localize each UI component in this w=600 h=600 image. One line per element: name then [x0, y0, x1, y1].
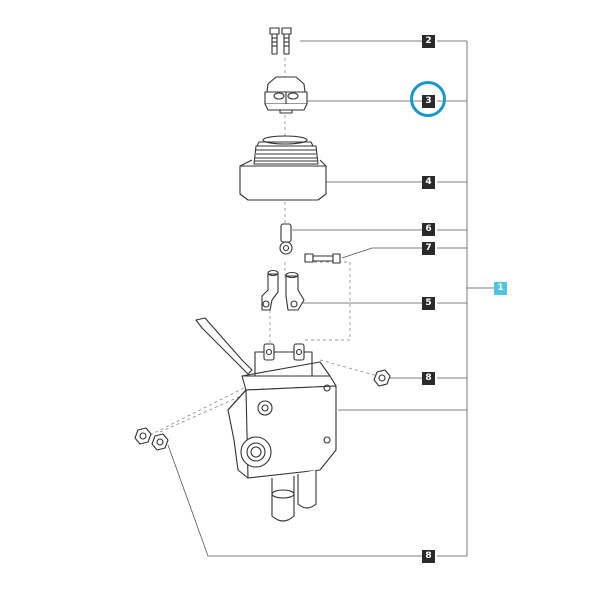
- callout-2[interactable]: 2: [422, 35, 435, 48]
- valve-body: [227, 343, 337, 522]
- callout-6[interactable]: 6: [422, 223, 435, 236]
- part-3-cap: [264, 76, 308, 114]
- callout-5[interactable]: 5: [422, 297, 435, 310]
- callout-8-bottom[interactable]: 8: [422, 550, 435, 563]
- part-8-nuts-left: [134, 427, 169, 451]
- part-4-collar: [239, 135, 327, 201]
- callout-8-right[interactable]: 8: [422, 372, 435, 385]
- assembly-axis-lines: [149, 58, 379, 436]
- part-6-ball-joint: [279, 223, 293, 255]
- part-2-screws: [269, 27, 292, 55]
- callout-3[interactable]: 3: [422, 95, 435, 108]
- lever-rod: [195, 317, 253, 375]
- callout-7[interactable]: 7: [422, 242, 435, 255]
- part-8-nut-right: [373, 369, 391, 387]
- part-7-pin: [304, 253, 341, 264]
- callout-4[interactable]: 4: [422, 176, 435, 189]
- leader-lines: [167, 40, 494, 557]
- part-5-levers: [261, 269, 305, 311]
- callout-1-assembly[interactable]: 1: [494, 282, 507, 295]
